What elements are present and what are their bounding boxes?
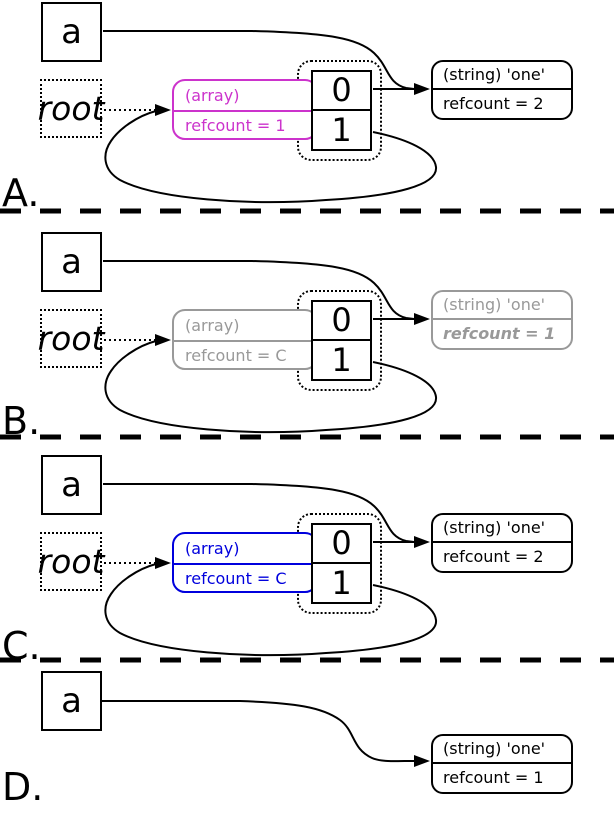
array-node: (array) refcount = C — [172, 309, 318, 370]
panel-label: A. — [2, 171, 40, 215]
pointer-variable-to-string-d — [102, 700, 415, 763]
root-label: root — [37, 89, 105, 128]
variable-box: a — [41, 671, 102, 731]
array-type-label: (array) — [174, 534, 316, 565]
string-refcount-label: refcount = 2 — [443, 94, 544, 113]
variable-label: a — [61, 12, 82, 52]
variable-box: a — [41, 232, 102, 292]
root-box: root — [37, 309, 105, 368]
array-refcount-label: refcount = C — [185, 346, 287, 365]
panel-label: C. — [2, 624, 41, 668]
array-node: (array) refcount = C — [172, 532, 318, 593]
root-label: root — [37, 319, 105, 358]
root-box: root — [37, 79, 105, 138]
string-node: (string) 'one' refcount = 1 — [431, 290, 573, 350]
array-slots: 0 1 — [311, 70, 372, 151]
panel-label: B. — [2, 399, 41, 443]
string-refcount-label: refcount = 1 — [443, 768, 544, 787]
string-type-label: (string) 'one' — [433, 736, 571, 764]
array-type-label: (array) — [174, 311, 316, 342]
string-refcount-label: refcount = 1 — [443, 324, 556, 343]
string-node: (string) 'one' refcount = 1 — [431, 734, 573, 794]
array-slot-0: 0 — [313, 72, 370, 111]
array-slot-1: 1 — [331, 341, 352, 379]
string-type-label: (string) 'one' — [433, 292, 571, 320]
string-type-label: (string) 'one' — [433, 515, 571, 543]
variable-box: a — [41, 2, 102, 62]
array-slot-0: 0 — [313, 302, 370, 341]
string-refcount-label: refcount = 2 — [443, 547, 544, 566]
root-label: root — [37, 542, 105, 581]
array-node: (array) refcount = 1 — [172, 79, 318, 140]
panel-label: D. — [2, 765, 44, 809]
root-box: root — [37, 532, 105, 591]
array-refcount-label: refcount = C — [185, 569, 287, 588]
array-slots: 0 1 — [311, 523, 372, 604]
variable-label: a — [61, 242, 82, 282]
variable-label: a — [61, 465, 82, 505]
array-refcount-label: refcount = 1 — [185, 116, 286, 135]
array-slots: 0 1 — [311, 300, 372, 381]
array-slot-0: 0 — [313, 525, 370, 564]
string-node: (string) 'one' refcount = 2 — [431, 513, 573, 573]
arrowhead-into-string-d-icon — [414, 755, 430, 767]
string-node: (string) 'one' refcount = 2 — [431, 60, 573, 120]
array-slot-1: 1 — [331, 111, 352, 149]
array-type-label: (array) — [174, 81, 316, 112]
string-type-label: (string) 'one' — [433, 62, 571, 90]
array-slot-1: 1 — [331, 564, 352, 602]
variable-label: a — [61, 681, 82, 721]
variable-box: a — [41, 455, 102, 515]
